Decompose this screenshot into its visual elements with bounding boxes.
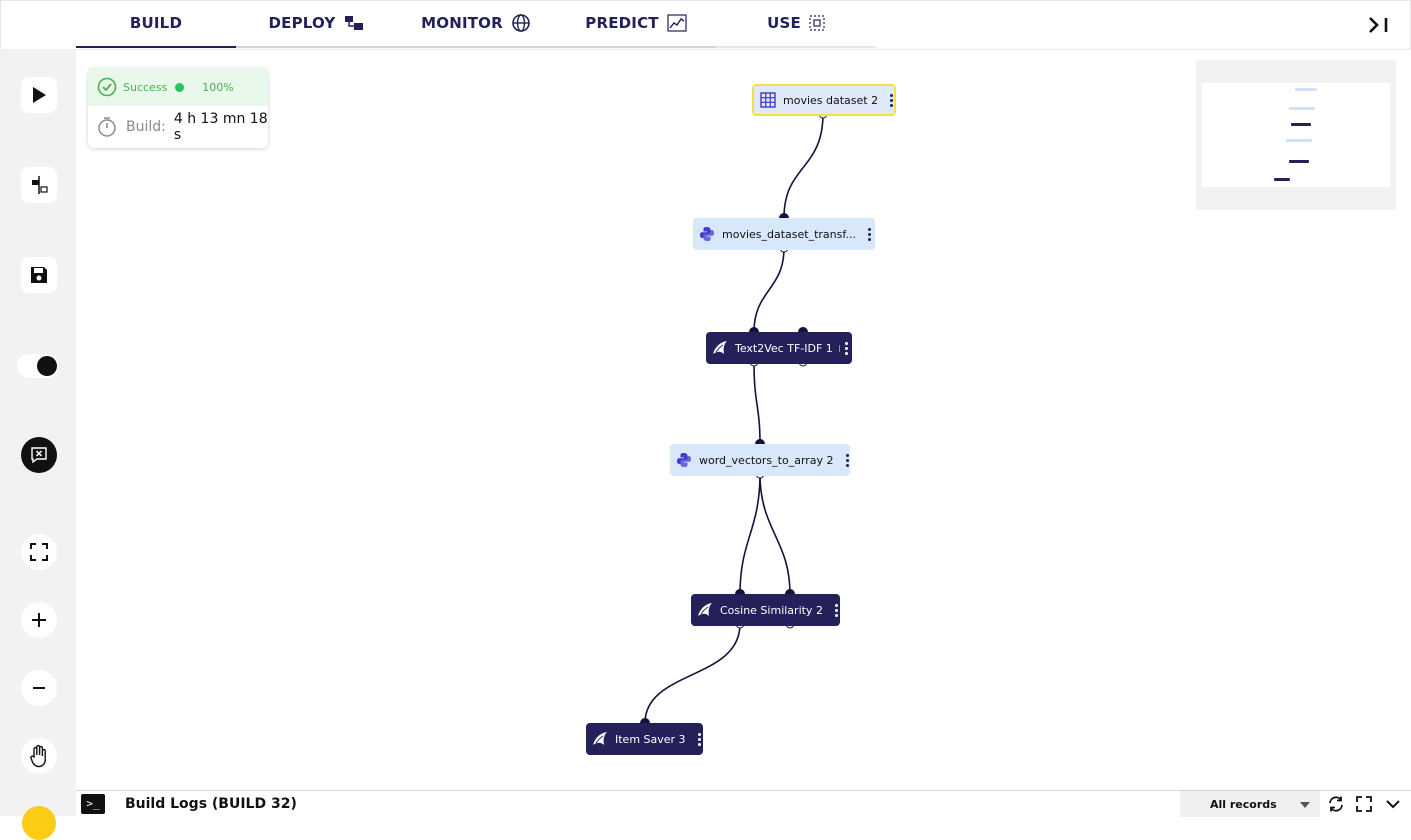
status-percent: 100% (202, 81, 233, 94)
node-label: movies dataset 2 (783, 94, 878, 107)
zoom-in-icon (30, 611, 48, 629)
tab-use-label: USE (767, 14, 801, 32)
run-button[interactable] (21, 77, 57, 113)
build-time-row: Build: 4 h 13 mn 18 s (88, 106, 268, 148)
stopwatch-icon (96, 116, 118, 138)
status-dot (175, 83, 184, 92)
node-label: Cosine Similarity 2 (720, 604, 823, 617)
zoom-out-icon (30, 679, 48, 697)
refresh-icon (1327, 795, 1345, 813)
node-word-vectors-to-array[interactable]: word_vectors_to_array 2 (670, 444, 850, 476)
add-node-button[interactable] (21, 167, 57, 203)
node-menu-button[interactable] (846, 450, 849, 470)
toggle-knob (37, 356, 57, 376)
clear-logs-button[interactable] (21, 437, 57, 473)
collapse-right-icon (1366, 15, 1392, 35)
bird-icon (712, 340, 728, 356)
bird-icon (697, 602, 713, 618)
tab-build[interactable]: BUILD (76, 0, 236, 48)
check-circle-icon (97, 77, 117, 97)
build-time: 4 h 13 mn 18 s (174, 111, 268, 143)
node-label: movies_dataset_transf... (722, 228, 856, 241)
node-menu-button[interactable] (835, 600, 838, 620)
save-button[interactable] (21, 257, 57, 293)
node-cosine-similarity[interactable]: Cosine Similarity 2 (691, 594, 840, 626)
tab-build-label: BUILD (130, 14, 182, 32)
deploy-icon (344, 15, 364, 31)
globe-icon (511, 13, 531, 33)
clear-icon (29, 446, 49, 464)
table-icon (760, 92, 776, 108)
tab-use[interactable]: USE (716, 0, 876, 48)
python-icon (676, 452, 692, 468)
minimap-node (1286, 139, 1312, 142)
tab-monitor[interactable]: MONITOR (396, 0, 556, 48)
build-status-card: Success 100% Build: 4 h 13 mn 18 s (88, 68, 268, 148)
minimap-node (1289, 107, 1315, 110)
play-icon (31, 86, 47, 104)
minimap-node (1274, 178, 1290, 181)
build-label: Build: (126, 119, 166, 135)
records-filter-value: All records (1210, 798, 1277, 811)
tab-deploy-label: DEPLOY (269, 14, 336, 32)
tab-deploy[interactable]: DEPLOY (236, 0, 396, 48)
add-node-icon (28, 174, 50, 196)
toggle-logs-button[interactable] (1384, 795, 1402, 813)
node-movies-dataset[interactable]: movies dataset 2 (752, 84, 896, 116)
tab-predict[interactable]: PREDICT (556, 0, 716, 48)
fullscreen-icon (1356, 796, 1372, 812)
minimap-node (1295, 88, 1317, 91)
node-menu-button[interactable] (868, 224, 871, 244)
node-menu-button[interactable] (698, 729, 701, 749)
zoom-in-button[interactable] (21, 602, 57, 638)
logs-title: Build Logs (BUILD 32) (125, 796, 297, 812)
pan-button[interactable] (21, 738, 57, 774)
terminal-icon: >_ (81, 794, 105, 814)
chevron-down-icon (1385, 796, 1401, 812)
records-filter-select[interactable]: All records (1180, 791, 1320, 817)
bird-icon (592, 731, 608, 747)
node-item-saver[interactable]: Item Saver 3 (586, 723, 703, 755)
chevron-down-icon (1300, 802, 1310, 808)
node-menu-button[interactable] (890, 90, 893, 110)
node-label: Item Saver 3 (615, 733, 686, 746)
zoom-out-button[interactable] (21, 670, 57, 706)
status-row: Success 100% (88, 68, 268, 106)
mode-toggle[interactable] (17, 354, 59, 378)
chart-icon (667, 14, 687, 32)
minimap-node (1289, 160, 1309, 163)
tab-predict-label: PREDICT (585, 14, 658, 32)
top-tabs: BUILD DEPLOY MONITOR PREDICT USE (76, 0, 876, 48)
status-text: Success (123, 81, 167, 94)
node-movies-dataset-transform[interactable]: movies_dataset_transf... (693, 218, 875, 250)
build-logs-bar[interactable]: >_ Build Logs (BUILD 32) All records (76, 790, 1411, 816)
left-toolbar (0, 50, 76, 816)
save-icon (29, 265, 49, 285)
minimap-node (1291, 123, 1311, 126)
fit-view-icon (29, 542, 49, 562)
refresh-logs-button[interactable] (1327, 795, 1345, 813)
tab-monitor-label: MONITOR (421, 14, 503, 32)
node-label: word_vectors_to_array 2 (699, 454, 834, 467)
grid-select-icon (809, 15, 825, 31)
node-label: Text2Vec TF-IDF 1 (735, 342, 833, 355)
node-menu-button[interactable] (845, 338, 848, 358)
minimap-viewport (1202, 83, 1390, 187)
minimap[interactable] (1196, 60, 1396, 210)
expand-logs-button[interactable] (1355, 795, 1373, 813)
fit-view-button[interactable] (21, 534, 57, 570)
python-icon (699, 226, 715, 242)
hand-icon (28, 744, 50, 768)
collapse-panel-button[interactable] (1362, 12, 1396, 38)
node-text2vec-tfidf[interactable]: Text2Vec TF-IDF 1 (706, 332, 852, 364)
help-button[interactable] (22, 806, 56, 840)
